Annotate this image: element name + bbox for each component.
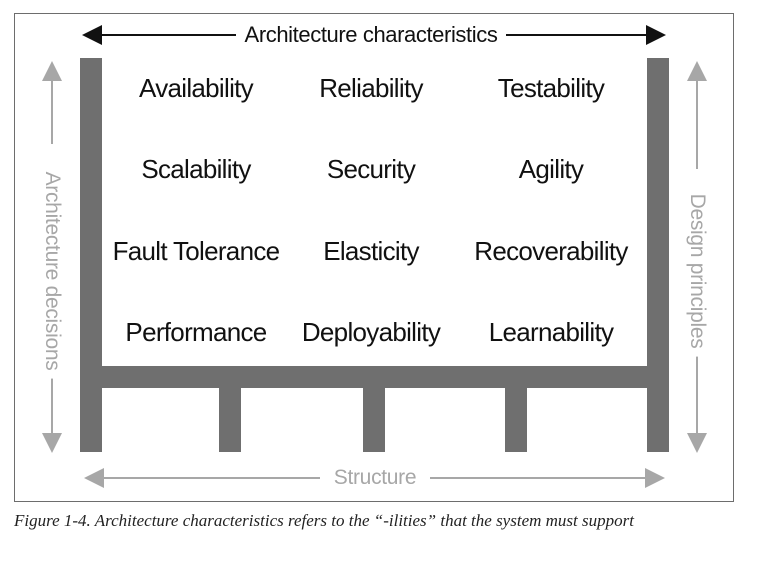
figure-frame <box>14 13 734 502</box>
design-principles-text: Design principles <box>682 185 712 357</box>
left-pillar <box>80 58 102 452</box>
characteristic-recoverability: Recoverability <box>474 236 628 266</box>
characteristic-performance: Performance <box>125 317 267 347</box>
characteristic-learnability: Learnability <box>488 317 614 347</box>
characteristic-scalability: Scalability <box>141 154 251 184</box>
characteristic-reliability: Reliability <box>319 73 423 103</box>
structure-support-1 <box>219 388 241 452</box>
architecture-characteristics-label: Architecture characteristics <box>236 20 506 50</box>
characteristic-security: Security <box>326 154 416 184</box>
right-pillar <box>647 58 669 452</box>
figure-caption: Figure 1-4. Architecture characteristics… <box>14 511 634 530</box>
structure-label: Structure <box>320 463 430 493</box>
characteristic-agility: Agility <box>518 154 584 184</box>
characteristic-deployability: Deployability <box>301 317 441 347</box>
characteristic-testability: Testability <box>497 73 605 103</box>
characteristic-elasticity: Elasticity <box>323 236 419 266</box>
characteristic-availability: Availability <box>139 73 254 103</box>
characteristic-fault-tolerance: Fault Tolerance <box>112 236 280 266</box>
architecture-decisions-text: Architecture decisions <box>37 163 67 379</box>
structure-support-3 <box>505 388 527 452</box>
structure-beam <box>80 366 669 388</box>
structure-support-2 <box>363 388 385 452</box>
